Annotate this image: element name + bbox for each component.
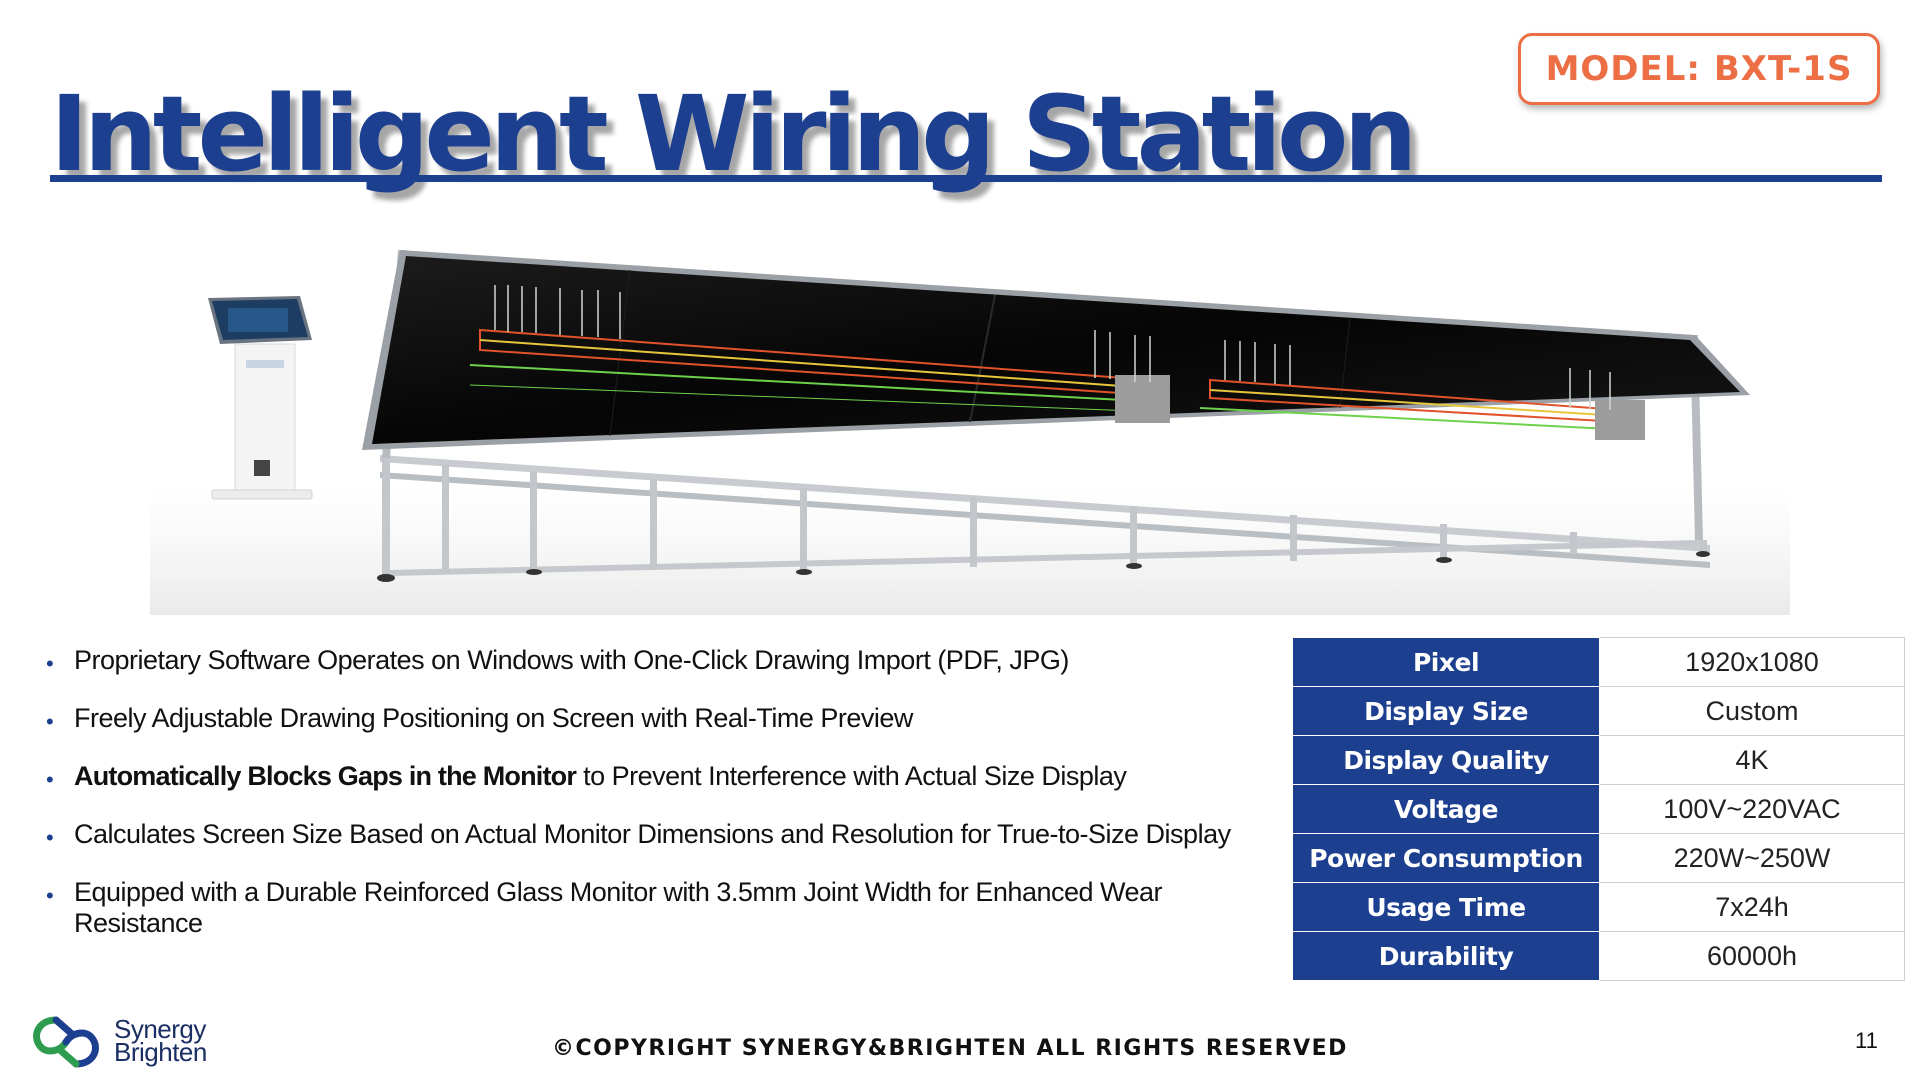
spec-label: Pixel [1292, 637, 1600, 687]
spec-label: Display Size [1292, 686, 1600, 736]
bullet-dot-icon: • [46, 709, 54, 734]
bullet-dot-icon: • [46, 825, 54, 850]
copyright-footer: ©COPYRIGHT SYNERGY&BRIGHTEN ALL RIGHTS R… [552, 1036, 1348, 1061]
spec-value: 7x24h [1599, 882, 1905, 932]
page-number: 11 [1855, 1028, 1878, 1053]
spec-label: Durability [1292, 931, 1600, 981]
company-logo: Synergy Brighten [26, 1012, 236, 1074]
bullet-dot-icon: • [46, 767, 54, 792]
product-image [150, 250, 1790, 615]
feature-item: •Automatically Blocks Gaps in the Monito… [40, 761, 1280, 792]
feature-item: •Equipped with a Durable Reinforced Glas… [46, 877, 1163, 938]
spec-value: 1920x1080 [1599, 637, 1905, 687]
spec-value: 100V~220VAC [1599, 784, 1905, 834]
title-underline [50, 175, 1882, 182]
model-badge: MODEL: BXT-1S [1518, 33, 1880, 105]
page-title: Intelligent Wiring Station [50, 73, 1418, 195]
feature-item: •Proprietary Software Operates on Window… [40, 645, 1280, 676]
feature-item: •Calculates Screen Size Based on Actual … [40, 819, 1280, 850]
model-label: MODEL: BXT-1S [1545, 49, 1853, 89]
spec-value: 60000h [1599, 931, 1905, 981]
logo-line-1: Synergy [114, 1014, 206, 1044]
spec-value: 4K [1599, 735, 1905, 785]
spec-label: Display Quality [1292, 735, 1600, 785]
spec-label: Power Consumption [1292, 833, 1600, 883]
logo-line-2: Brighten [114, 1037, 207, 1067]
bullet-dot-icon: • [46, 651, 54, 676]
spec-label: Voltage [1292, 784, 1600, 834]
spec-value: Custom [1599, 686, 1905, 736]
bullet-dot-icon: • [46, 883, 54, 908]
spec-label: Usage Time [1292, 882, 1600, 932]
spec-value: 220W~250W [1599, 833, 1905, 883]
synergy-brighten-logo-icon [33, 1016, 99, 1068]
feature-list: •Proprietary Software Operates on Window… [40, 645, 1280, 966]
feature-item: •Freely Adjustable Drawing Positioning o… [40, 703, 1280, 734]
